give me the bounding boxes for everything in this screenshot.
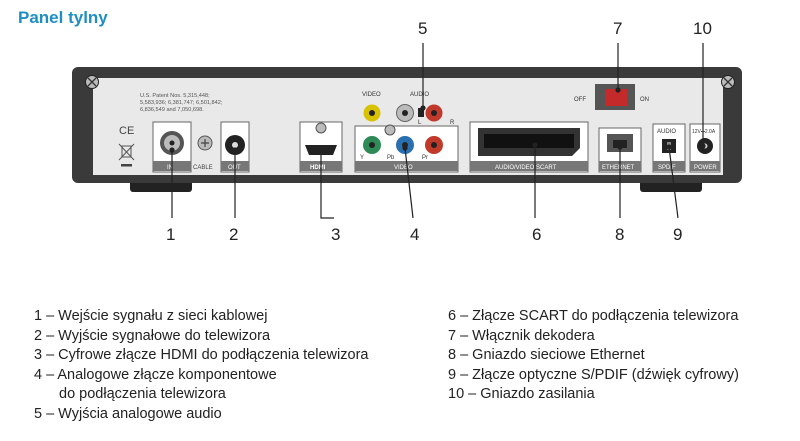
callout-9: 9 bbox=[673, 225, 682, 244]
rca-audio-right-jack bbox=[425, 104, 443, 122]
legend-item: 8 – Gniazdo sieciowe Ethernet bbox=[448, 347, 645, 363]
legend-item: 6 – Złącze SCART do podłączenia telewizo… bbox=[448, 308, 739, 324]
legend-item: 9 – Złącze optyczne S/PDIF (dźwięk cyfro… bbox=[448, 366, 739, 383]
callout-10: 10 bbox=[693, 19, 712, 38]
rca-audio-left-jack bbox=[396, 104, 414, 122]
callout-2: 2 bbox=[229, 225, 238, 244]
legend-right: 6 – Złącze SCART do podłączenia telewizo… bbox=[448, 307, 739, 405]
cable-label: CABLE bbox=[193, 165, 213, 171]
ethernet-label: ETHERNET bbox=[602, 165, 635, 171]
callout-lines bbox=[169, 43, 706, 219]
recycling-bin-icon bbox=[118, 143, 135, 167]
video-label: VIDEO bbox=[362, 92, 381, 98]
ce-mark: CE bbox=[119, 125, 134, 137]
legend-item: 4 – Analogowe złącze komponentowe bbox=[34, 366, 277, 383]
legend-item-continuation: do podłączenia telewizora bbox=[59, 386, 226, 402]
audio-r-label: R bbox=[450, 120, 455, 126]
screw-icon bbox=[721, 75, 735, 89]
comp-y-label: Y bbox=[360, 155, 364, 161]
callout-4: 4 bbox=[410, 225, 419, 244]
audio-l-label: L bbox=[418, 120, 422, 126]
spdif-label: SPDIF bbox=[658, 165, 676, 171]
callout-1: 1 bbox=[166, 225, 175, 244]
rear-panel-diagram: U.S. Patent Nos. 5,315,448; 5,583,936; 6… bbox=[72, 19, 742, 244]
legend-item: 7 – Włącznik dekodera bbox=[448, 327, 595, 344]
scart-connector: AUDIO/VIDEO SCART bbox=[469, 121, 589, 173]
legend-item: 10 – Gniazdo zasilania bbox=[448, 386, 595, 402]
legend-item: 2 – Wyjście sygnałowe do telewizora bbox=[34, 327, 271, 344]
legend-item: 1 – Wejście sygnału z sieci kablowej bbox=[34, 308, 268, 324]
callout-3: 3 bbox=[331, 225, 340, 244]
patent-line: 5,583,936; 6,381,747; 6,501,842; bbox=[140, 100, 223, 106]
rca-video-jack bbox=[363, 104, 381, 122]
patent-line: U.S. Patent Nos. 5,315,448; bbox=[140, 93, 210, 99]
comp-pr-label: Pr bbox=[422, 155, 428, 161]
power-switch: OFF ON bbox=[574, 84, 649, 110]
callout-8: 8 bbox=[615, 225, 624, 244]
power-rating-label: 12V⎓2.0A bbox=[692, 129, 716, 135]
legend-item: 3 – Cyfrowe złącze HDMI do podłączenia t… bbox=[34, 347, 369, 363]
audio-label: AUDIO bbox=[410, 92, 429, 98]
in-label: IN bbox=[167, 165, 173, 171]
on-label: ON bbox=[640, 97, 649, 103]
callout-5: 5 bbox=[418, 19, 427, 38]
page-title: Panel tylny bbox=[18, 8, 108, 27]
legend-left: 1 – Wejście sygnału z sieci kablowej 2 –… bbox=[34, 307, 368, 424]
legend-item: 5 – Wyjścia analogowe audio bbox=[34, 405, 222, 422]
off-label: OFF bbox=[574, 97, 586, 103]
svg-text:U.S. Patent Nos. 5,315,448;: U.S. Patent Nos. 5,315,448; 5,583,936; 6… bbox=[140, 93, 224, 113]
scart-label: AUDIO/VIDEO SCART bbox=[495, 165, 557, 171]
power-jack: 12V⎓2.0A POWER bbox=[689, 123, 721, 173]
callout-7: 7 bbox=[613, 19, 622, 38]
callout-6: 6 bbox=[532, 225, 541, 244]
hdmi-label: HDMI bbox=[310, 165, 326, 171]
comp-pb-label: Pb bbox=[387, 155, 395, 161]
screw-icon bbox=[197, 135, 213, 151]
screw-icon bbox=[85, 75, 99, 89]
component-video-label: VIDEO bbox=[394, 165, 413, 171]
power-label: POWER bbox=[694, 165, 717, 171]
spdif-audio-label: AUDIO bbox=[657, 129, 676, 135]
patent-line: 6,836,549 and 7,050,698. bbox=[140, 107, 204, 113]
